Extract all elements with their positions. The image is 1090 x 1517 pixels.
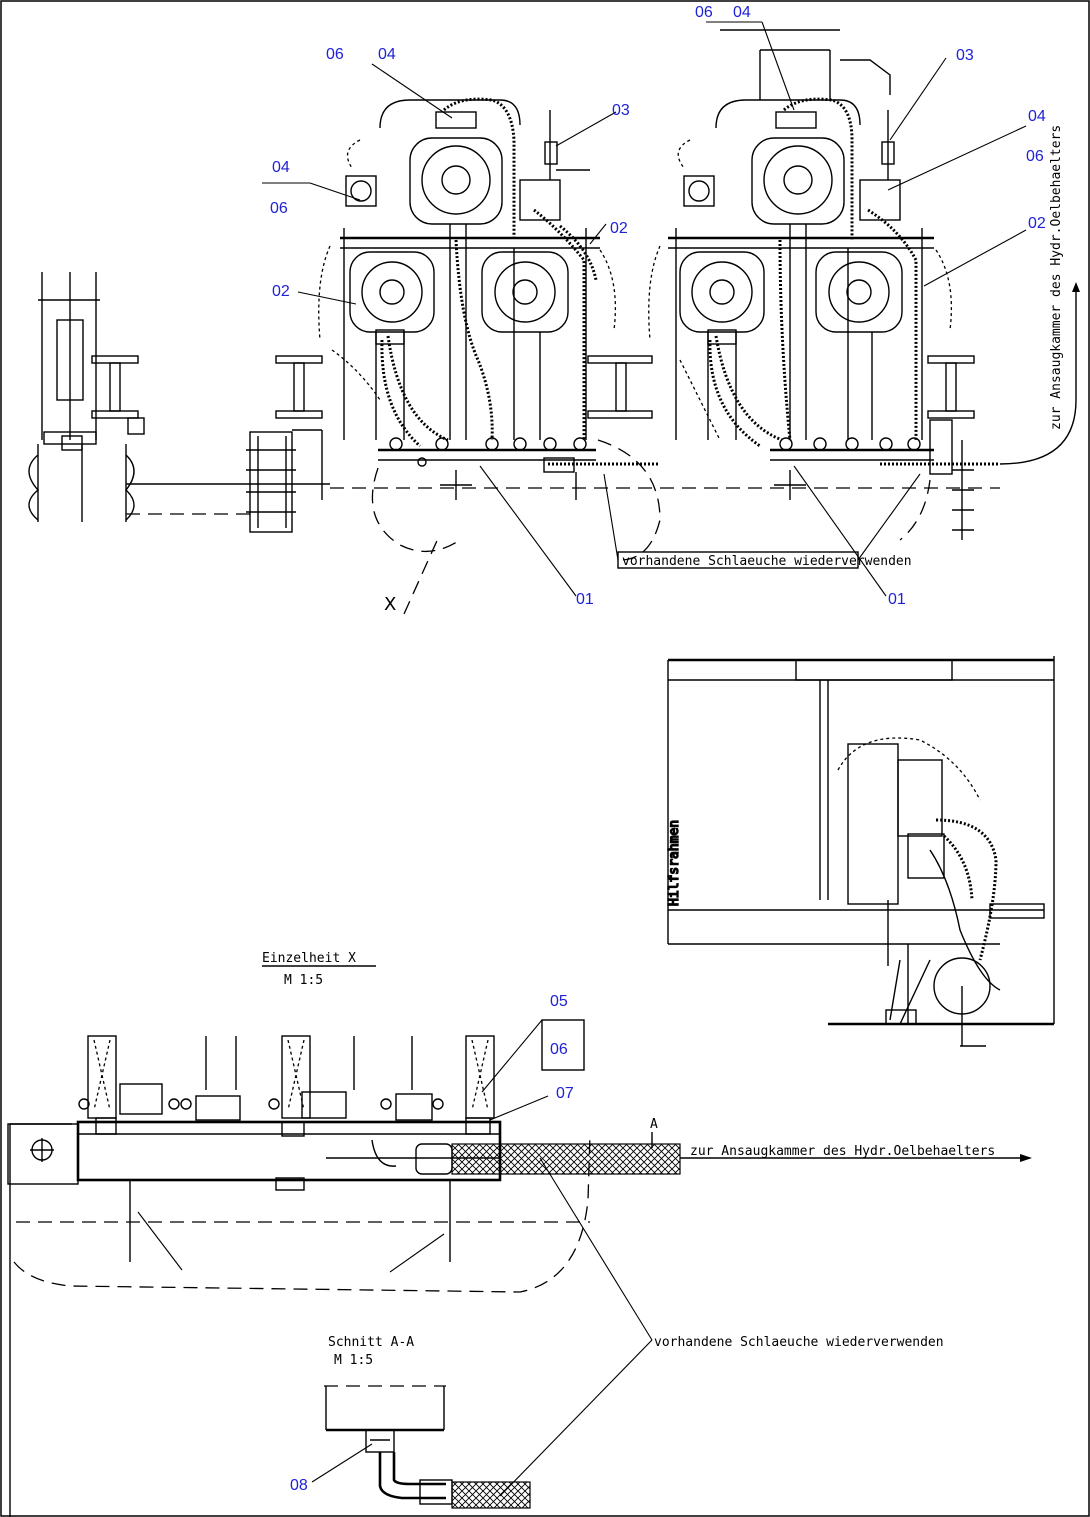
pump-group-left bbox=[318, 99, 617, 500]
callout-06-top-left: 06 bbox=[326, 46, 344, 63]
callout-01-right: 01 bbox=[888, 591, 906, 608]
callout-box bbox=[541, 1019, 585, 1071]
callout-03-top-right: 03 bbox=[956, 47, 974, 64]
i-beam-left bbox=[91, 355, 145, 435]
callout-04-top-left: 04 bbox=[378, 46, 396, 63]
section-mark: A bbox=[650, 1117, 658, 1132]
hoses-left bbox=[380, 97, 660, 466]
manifold-bar bbox=[76, 1120, 502, 1182]
reuse-note-top: vorhandene Schlaeuche wiederverwenden bbox=[622, 554, 912, 569]
callout-04-right: 04 bbox=[1028, 108, 1046, 125]
side-view-note: Hilfsrahmen bbox=[667, 820, 682, 906]
left-column bbox=[28, 272, 135, 522]
callout-06-detail: 06 bbox=[550, 1041, 568, 1058]
detail-marker-x: X bbox=[384, 594, 396, 615]
callout-06-top-right: 06 bbox=[695, 4, 713, 21]
tank-outline-mid bbox=[597, 439, 661, 561]
callout-02-left: 02 bbox=[272, 283, 290, 300]
callout-02-right: 02 bbox=[1028, 215, 1046, 232]
callout-07-detail: 07 bbox=[556, 1085, 574, 1102]
callout-04-top-right: 04 bbox=[733, 4, 751, 21]
callout-06-left: 06 bbox=[270, 200, 288, 217]
leaders-top bbox=[262, 21, 1027, 597]
detail-x: Einzelheit X M 1:5 bbox=[7, 951, 1032, 1517]
hose-route-arrow bbox=[999, 288, 1077, 465]
detail-title: Einzelheit X bbox=[262, 951, 356, 966]
section-scale: M 1:5 bbox=[334, 1353, 373, 1368]
callout-04-left: 04 bbox=[272, 159, 290, 176]
hose-route-note: zur Ansaugkammer des Hydr.Oelbehaelters bbox=[690, 1144, 995, 1159]
callout-05-detail: 05 bbox=[550, 993, 568, 1010]
i-beam-right bbox=[927, 355, 975, 419]
side-view: Hilfsrahmen bbox=[666, 656, 1055, 1047]
callout-06-right: 06 bbox=[1026, 148, 1044, 165]
hoses-right bbox=[708, 97, 1000, 466]
callout-01-left: 01 bbox=[576, 591, 594, 608]
i-beam-center bbox=[587, 355, 653, 419]
section-a-a: Schnitt A-A M 1:5 08 bbox=[290, 1335, 531, 1509]
braided-hose bbox=[451, 1143, 681, 1175]
detail-scale: M 1:5 bbox=[284, 973, 323, 988]
reuse-note-bottom: vorhandene Schlaeuche wiederverwenden bbox=[654, 1335, 944, 1350]
tank-outline-left bbox=[371, 467, 461, 553]
pump-group-right bbox=[648, 29, 974, 540]
side-route-note: zur Ansaugkammer des Hydr.Oelbehaelters bbox=[1049, 125, 1064, 430]
callout-02-mid: 02 bbox=[610, 220, 628, 237]
i-beam-mid bbox=[275, 355, 323, 419]
section-title: Schnitt A-A bbox=[328, 1335, 414, 1350]
top-main-view: zur Ansaugkammer des Hydr.Oelbehaelters … bbox=[28, 4, 1080, 615]
callout-08-section: 08 bbox=[290, 1477, 308, 1494]
callout-03-top-left: 03 bbox=[612, 102, 630, 119]
